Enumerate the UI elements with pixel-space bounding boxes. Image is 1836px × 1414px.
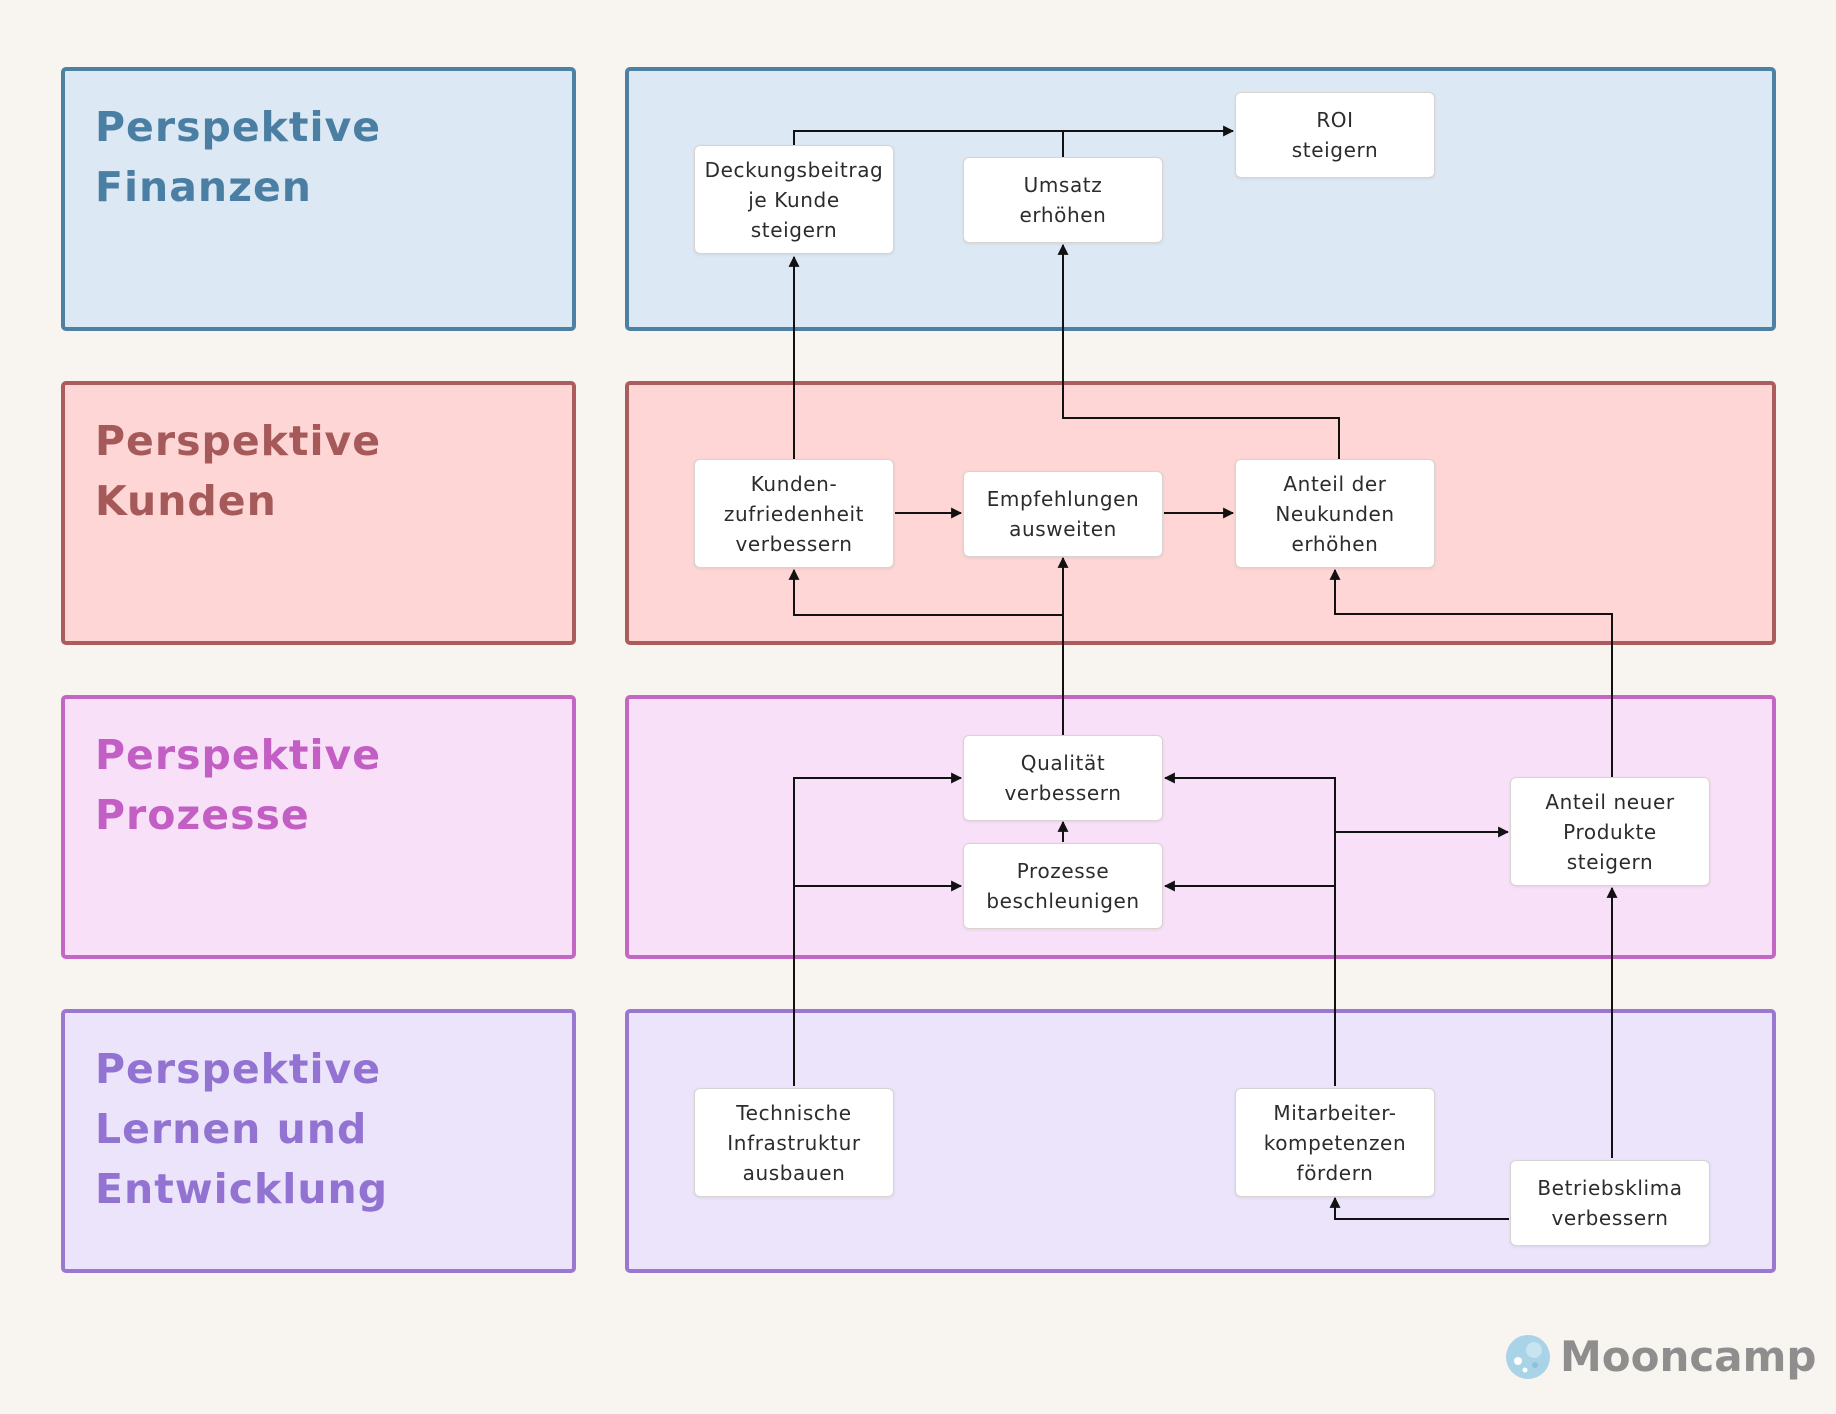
perspective-label-lernen: Perspektive Lernen und Entwicklung <box>61 1009 576 1273</box>
brand-logo: Mooncamp <box>1504 1332 1816 1381</box>
node-empfehlungen: Empfehlungen ausweiten <box>963 471 1163 557</box>
node-prozesse-beschleunigen: Prozesse beschleunigen <box>963 843 1163 929</box>
edge-qualitaet-to-kundenzufriedenheit <box>788 568 1063 616</box>
moon-icon <box>1506 1334 1550 1379</box>
edge-infrastruktur-to-qualitaet <box>793 772 963 1086</box>
brand-name: Mooncamp <box>1560 1332 1817 1381</box>
perspective-label-prozesse: Perspektive Prozesse <box>61 695 576 959</box>
edge-neukunden-to-umsatz <box>1057 243 1340 459</box>
node-betriebsklima: Betriebsklima verbessern <box>1510 1160 1710 1246</box>
node-mitarbeiter: Mitarbeiter- kompetenzen fördern <box>1235 1088 1435 1197</box>
node-kundenzufriedenheit: Kunden- zufriedenheit verbessern <box>694 459 894 568</box>
edge-neue-produkte-to-neukunden <box>1329 568 1613 777</box>
node-infrastruktur: Technische Infrastruktur ausbauen <box>694 1088 894 1197</box>
edge-mitarbeiter-to-qualitaet <box>1163 772 1336 1086</box>
node-neukunden: Anteil der Neukunden erhöhen <box>1235 459 1435 568</box>
node-neue-produkte: Anteil neuer Produkte steigern <box>1510 777 1710 886</box>
node-roi: ROI steigern <box>1235 92 1435 178</box>
perspective-label-finanzen: Perspektive Finanzen <box>61 67 576 331</box>
edge-deckungsbeitrag-to-roi <box>793 125 1235 145</box>
node-qualitaet: Qualität verbessern <box>963 735 1163 821</box>
perspective-area-finanzen <box>625 67 1776 331</box>
perspective-title-kunden: Perspektive Kunden <box>95 417 382 525</box>
perspective-label-kunden: Perspektive Kunden <box>61 381 576 645</box>
node-umsatz: Umsatz erhöhen <box>963 157 1163 243</box>
edge-betriebsklima-to-mitarbeiter <box>1329 1196 1509 1220</box>
perspective-title-finanzen: Perspektive Finanzen <box>95 103 382 211</box>
node-deckungsbeitrag: Deckungsbeitrag je Kunde steigern <box>694 145 894 254</box>
perspective-title-lernen: Perspektive Lernen und Entwicklung <box>95 1045 389 1213</box>
perspective-title-prozesse: Perspektive Prozesse <box>95 731 382 839</box>
